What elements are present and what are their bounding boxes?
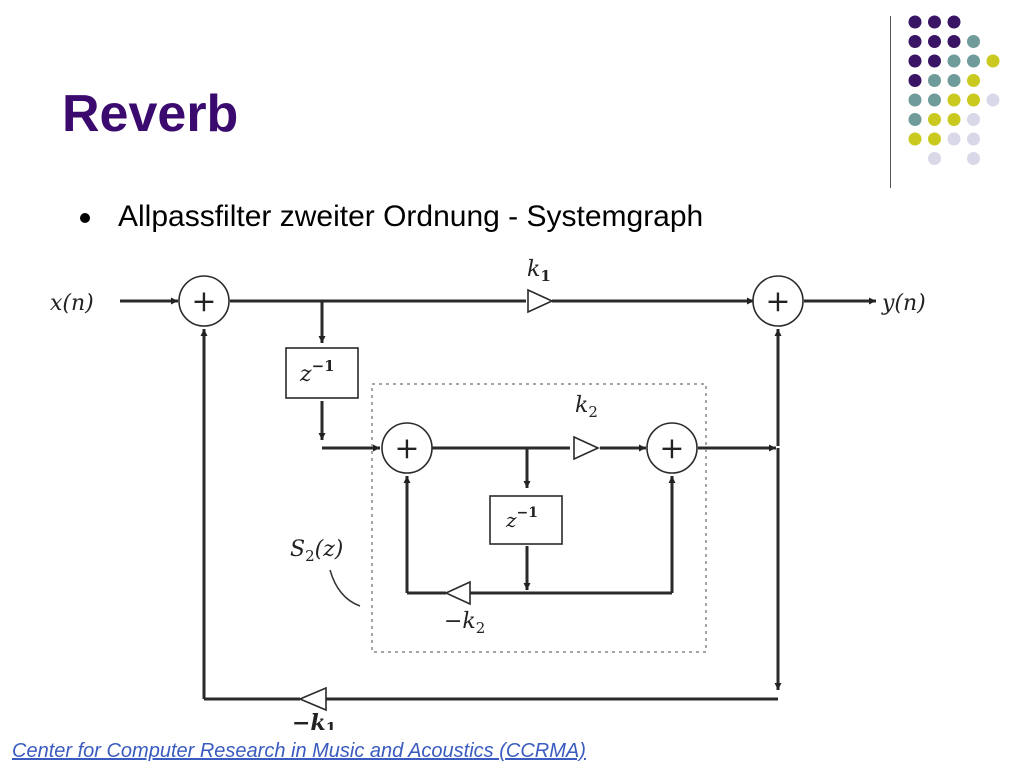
decor-dot (928, 35, 941, 48)
decor-dot (908, 35, 922, 48)
decor-dot (986, 93, 1000, 107)
decor-dot (908, 93, 922, 107)
delay-box-1 (285, 347, 359, 399)
gain-k1-label: k1 (527, 257, 551, 285)
gain-k1-triangle (527, 288, 554, 314)
decor-dot (908, 132, 922, 146)
gain-k2-label: k2 (575, 393, 598, 421)
subsystem-pointer (329, 569, 361, 607)
delay-1-label: z−1 (299, 357, 335, 387)
adder-inner-output-sign: + (659, 431, 684, 466)
adder-output-sign: + (765, 284, 790, 319)
decor-dot (967, 54, 980, 68)
bullet-text: Allpassfilter zweiter Ordnung - Systemgr… (118, 200, 704, 233)
ccrma-credit-link[interactable]: Center for Computer Research in Music an… (12, 740, 586, 762)
decor-dot (908, 15, 922, 29)
decor-dot (908, 54, 922, 68)
adder-inner-input (381, 422, 433, 474)
decor-dot (928, 132, 941, 146)
decor-dot (947, 15, 961, 29)
decor-dot (947, 132, 961, 146)
output-label: y(n) (881, 291, 926, 316)
adder-inner-input-sign: + (394, 431, 419, 466)
decor-dot (967, 132, 980, 146)
allpass-system-diagram: + + + + x(n) y(n) k1 k2 −k2 −k1 z−1 z−1 … (50, 257, 926, 730)
decor-dot (928, 113, 941, 126)
decor-dot (928, 93, 941, 107)
adder-output (752, 275, 804, 327)
decor-dot (967, 93, 980, 107)
slide-title: Reverb (62, 85, 239, 143)
decor-dot (908, 74, 922, 87)
adder-inner-output (646, 422, 698, 474)
gain-k2-triangle (573, 435, 600, 461)
gain-neg-k2-triangle (444, 580, 471, 606)
decor-dot (928, 152, 941, 165)
delay-box-2 (489, 495, 563, 545)
decor-dot (947, 54, 961, 68)
adder-input-sign: + (191, 284, 216, 319)
decor-dot (986, 54, 1000, 68)
decor-dot (947, 35, 961, 48)
decor-dot (967, 113, 980, 126)
bullet-icon (80, 213, 90, 223)
delay-2-label: z−1 (505, 505, 538, 532)
decorative-dot-grid (908, 15, 1000, 165)
subsystem-label: S2(z) (290, 537, 343, 565)
gain-neg-k1-triangle (297, 686, 327, 712)
decor-dot (967, 152, 980, 165)
decor-dot (967, 35, 980, 48)
gain-neg-k1-label: −k1 (292, 710, 336, 730)
input-label: x(n) (50, 291, 94, 316)
decor-dot (947, 93, 961, 107)
decor-dot (967, 74, 980, 87)
gain-neg-k2-label: −k2 (444, 609, 485, 637)
decor-dot (947, 113, 961, 126)
decor-dot (908, 113, 922, 126)
title-divider (890, 16, 891, 188)
decor-dot (928, 74, 941, 87)
decor-dot (947, 74, 961, 87)
adder-input (178, 275, 230, 327)
decor-dot (928, 15, 941, 29)
decor-dot (928, 54, 941, 68)
